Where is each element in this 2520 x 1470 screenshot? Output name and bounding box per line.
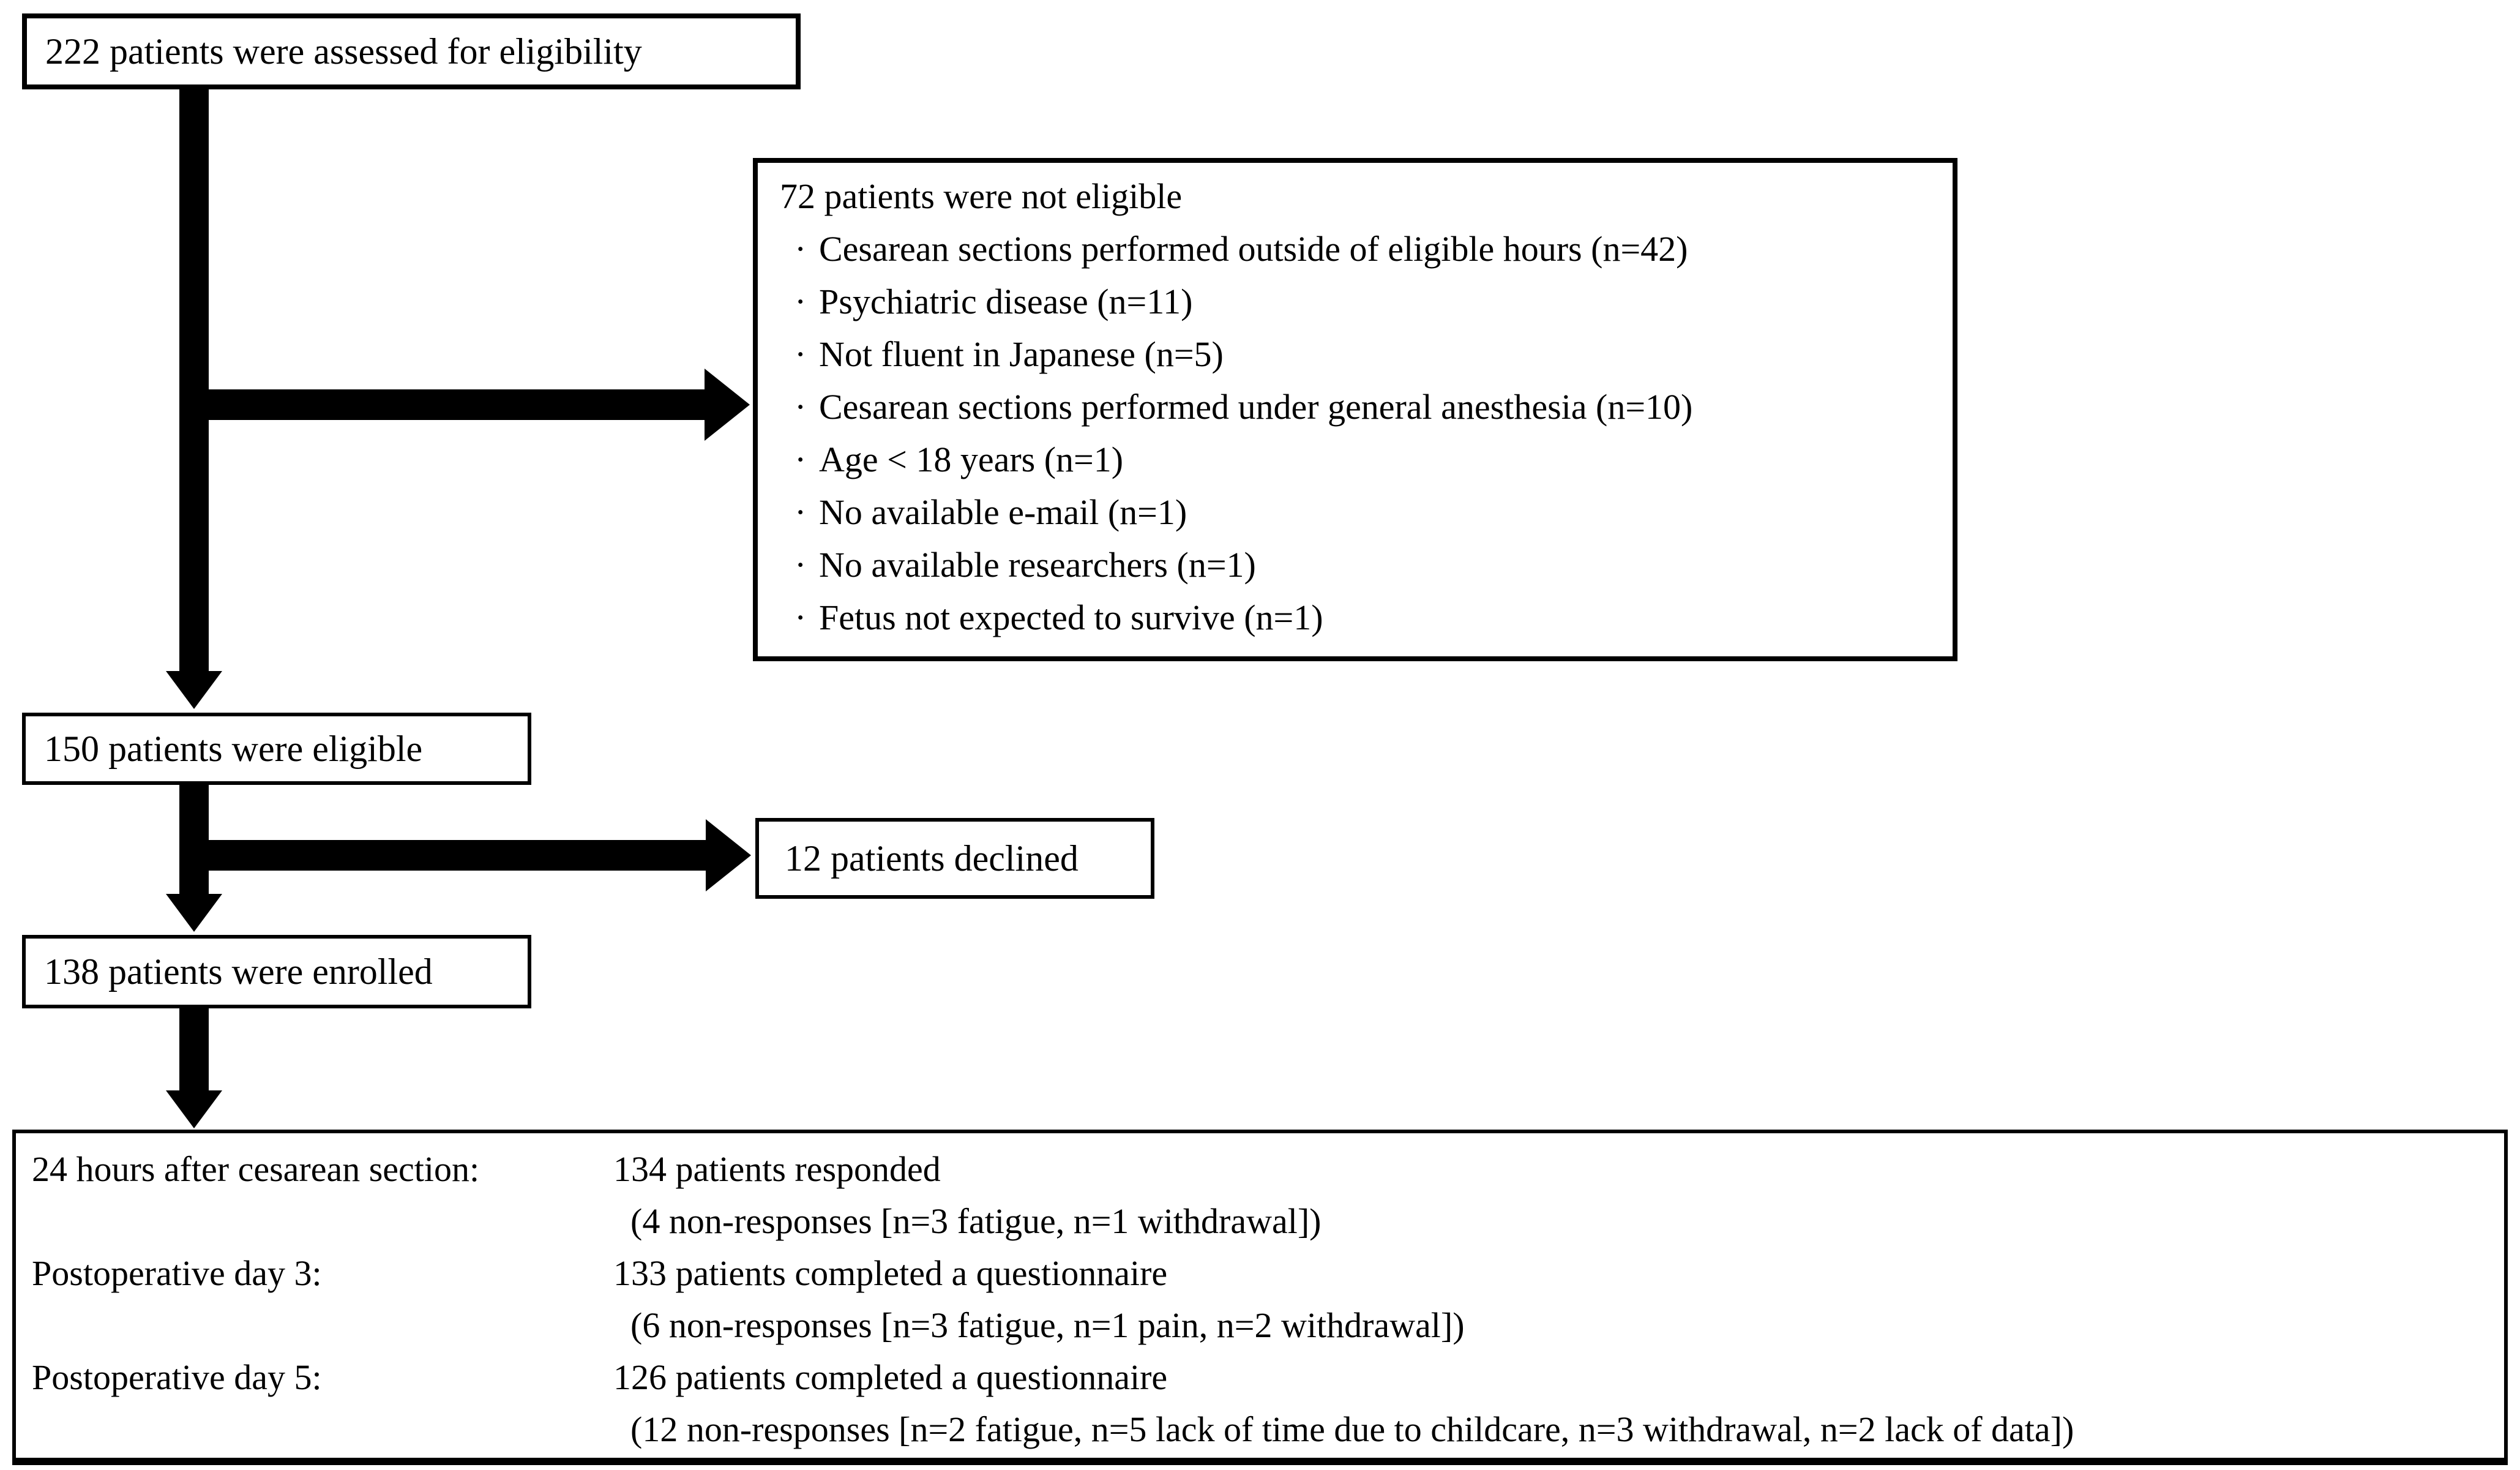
followup-row-label: 24 hours after cesarean section: [32, 1149, 480, 1189]
arrow-right-to-declined [179, 840, 706, 871]
not-eligible-item-text: No available e-mail (n=1) [819, 492, 1187, 532]
bullet-icon: · [795, 334, 807, 374]
arrow-down-eligible-to-enrolled [179, 784, 209, 894]
followup-row-label: Postoperative day 5: [32, 1357, 322, 1397]
followup-row: (6 non-responses [n=3 fatigue, n=1 pain,… [32, 1299, 2492, 1351]
followup-row-text: (6 non-responses [n=3 fatigue, n=1 pain,… [630, 1305, 1465, 1345]
not-eligible-item-text: Not fluent in Japanese (n=5) [819, 334, 1224, 374]
not-eligible-item: · Not fluent in Japanese (n=5) [780, 328, 1935, 381]
not-eligible-item-text: Cesarean sections performed outside of e… [819, 229, 1688, 269]
followup-row: Postoperative day 5: 126 patients comple… [32, 1351, 2492, 1403]
not-eligible-title: 72 patients were not eligible [780, 176, 1183, 216]
not-eligible-item: · Cesarean sections performed outside of … [780, 223, 1935, 276]
not-eligible-item: · No available researchers (n=1) [780, 539, 1935, 591]
followup-row-label: Postoperative day 3: [32, 1253, 322, 1293]
followup-row-text: 126 patients completed a questionnaire [613, 1357, 1168, 1397]
bullet-icon: · [795, 282, 807, 321]
arrow-down-assessed-to-eligible [179, 88, 209, 671]
followup-row-label [32, 1299, 613, 1351]
arrow-down-head-icon [166, 1090, 222, 1128]
followup-row: (12 non-responses [n=2 fatigue, n=5 lack… [32, 1403, 2492, 1455]
not-eligible-item-text: Fetus not expected to survive (n=1) [819, 598, 1323, 637]
arrow-down-enrolled-to-followup [179, 1007, 209, 1090]
box-enrolled-text: 138 patients were enrolled [44, 951, 433, 992]
box-assessed: 222 patients were assessed for eligibili… [22, 13, 801, 89]
followup-row: (4 non-responses [n=3 fatigue, n=1 withd… [32, 1195, 2492, 1247]
not-eligible-item: · No available e-mail (n=1) [780, 486, 1935, 539]
arrow-down-head-icon [166, 671, 222, 709]
box-declined: 12 patients declined [755, 818, 1154, 899]
not-eligible-item-text: Age < 18 years (n=1) [819, 440, 1124, 479]
arrow-right-head-icon [705, 369, 750, 441]
bullet-icon: · [795, 545, 807, 585]
box-declined-text: 12 patients declined [785, 838, 1079, 879]
not-eligible-item: · Fetus not expected to survive (n=1) [780, 591, 1935, 644]
box-not-eligible: 72 patients were not eligible · Cesarean … [753, 158, 1957, 661]
bullet-icon: · [795, 387, 807, 427]
box-assessed-text: 222 patients were assessed for eligibili… [45, 31, 642, 72]
followup-row-text: 134 patients responded [613, 1149, 941, 1189]
followup-row-label [32, 1403, 613, 1455]
bullet-icon: · [795, 440, 807, 479]
arrow-down-head-icon [166, 894, 222, 932]
bullet-icon: · [795, 492, 807, 532]
box-eligible-text: 150 patients were eligible [44, 729, 423, 769]
not-eligible-item-text: No available researchers (n=1) [819, 545, 1256, 585]
box-eligible: 150 patients were eligible [22, 713, 531, 785]
followup-row: Postoperative day 3: 133 patients comple… [32, 1247, 2492, 1299]
not-eligible-item-text: Psychiatric disease (n=11) [819, 282, 1193, 321]
box-enrolled: 138 patients were enrolled [22, 935, 531, 1008]
not-eligible-item-text: Cesarean sections performed under genera… [819, 387, 1693, 427]
followup-row-text: 133 patients completed a questionnaire [613, 1253, 1168, 1293]
box-followup: 24 hours after cesarean section: 134 pat… [12, 1130, 2508, 1465]
bullet-icon: · [795, 598, 807, 637]
not-eligible-item: · Cesarean sections performed under gener… [780, 381, 1935, 433]
arrow-right-to-not-eligible [179, 389, 706, 420]
bullet-icon: · [795, 229, 807, 269]
followup-row: 24 hours after cesarean section: 134 pat… [32, 1143, 2492, 1195]
followup-row-label [32, 1195, 613, 1247]
followup-row-text: (4 non-responses [n=3 fatigue, n=1 withd… [630, 1201, 1322, 1241]
arrow-right-head-icon [706, 819, 751, 891]
not-eligible-item: · Psychiatric disease (n=11) [780, 276, 1935, 328]
not-eligible-item: · Age < 18 years (n=1) [780, 433, 1935, 486]
followup-row-text: (12 non-responses [n=2 fatigue, n=5 lack… [630, 1409, 2074, 1449]
